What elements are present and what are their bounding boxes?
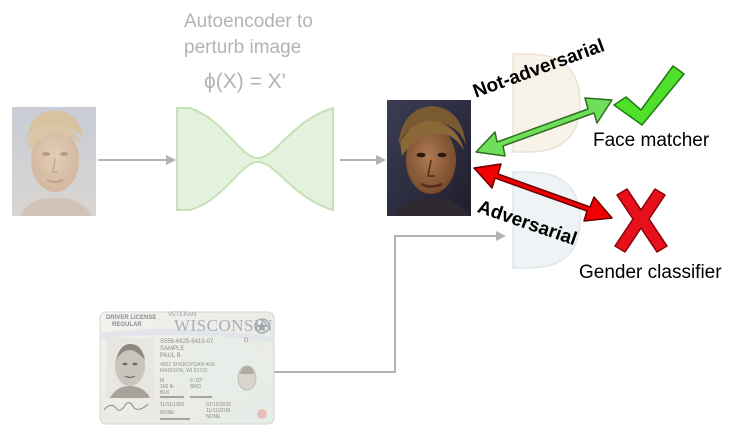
license-restrictions: NONE: [160, 410, 175, 416]
license-hair: BLK: [160, 390, 170, 396]
license-exp: 11/11/2018: [206, 408, 231, 414]
license-state: WISCONSIN: [174, 316, 273, 335]
license-header-line1: DRIVER LICENSE: [106, 315, 157, 321]
input-face-image: [12, 107, 96, 216]
checkmark-icon: [613, 65, 685, 126]
autoencoder-formula: ϕ(X) = X': [204, 70, 286, 93]
license-header-line2: REGULAR: [112, 322, 142, 328]
arrow-autoencoder-to-output: [340, 155, 386, 165]
arrow-input-to-autoencoder: [98, 155, 176, 165]
license-name1: SAMPLE: [160, 346, 185, 352]
license-sex: M: [160, 378, 165, 384]
cross-icon: [614, 188, 668, 253]
license-address1: 4802 SHEBOYGAN AVE: [160, 362, 215, 368]
driver-license-card: [99, 311, 275, 425]
not-adversarial-arrow: [475, 97, 613, 157]
license-name2: PAUL B: [160, 353, 181, 359]
gender-classifier-label: Gender classifier: [579, 262, 722, 283]
gender-classifier-shape: [512, 171, 581, 269]
license-iss: 07/15/2015: [206, 402, 232, 408]
arrow-license-to-gender-classifier: [273, 231, 506, 373]
license-class: D: [244, 338, 249, 344]
license-weight: 160 lb: [160, 384, 174, 390]
perturbed-face-image: [387, 100, 471, 216]
license-eyes: BRO: [190, 384, 201, 390]
license-dob: 11/11/1955: [160, 402, 185, 408]
license-height: 5'-10": [190, 378, 203, 384]
license-number: S556-6625-5415-07: [160, 339, 214, 345]
license-address2: MADISON, WI 53702: [160, 368, 208, 374]
autoencoder-title-line2: perturb image: [184, 37, 302, 58]
face-matcher-label: Face matcher: [593, 130, 710, 151]
face-matcher-classifier-shape: [512, 53, 581, 153]
license-endorsements: NONE: [206, 414, 221, 420]
autoencoder-title-line1: Autoencoder to: [184, 11, 313, 32]
autoencoder-shape: [176, 106, 334, 212]
adversarial-arrow: [473, 163, 613, 222]
license-veteran: VETERAN: [168, 312, 197, 318]
